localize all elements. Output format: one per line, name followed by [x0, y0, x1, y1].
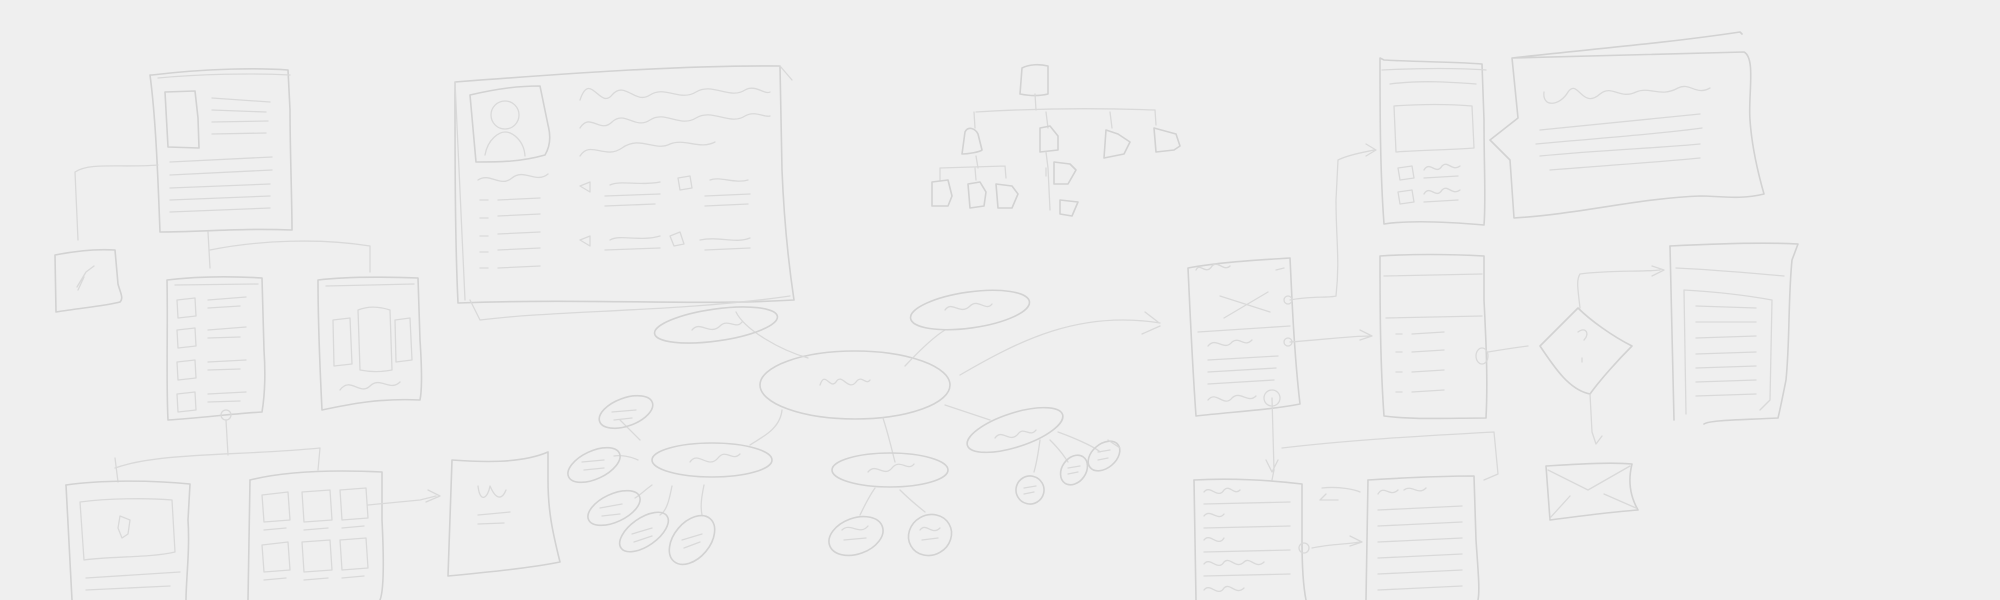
- sketch-list-page-2: [1379, 253, 1488, 420]
- sketch-article-page: [1669, 242, 1799, 425]
- sketch-note-page-2: [447, 451, 561, 577]
- sketch-page-top: [149, 68, 293, 233]
- sketch-note-page: [54, 248, 123, 313]
- sketch-product-page: [1379, 57, 1487, 226]
- decision-diamond: [1539, 307, 1633, 395]
- center-profile-page: [454, 65, 795, 321]
- org-tree-diagram: [931, 63, 1181, 217]
- envelope-icon: [1545, 462, 1639, 521]
- sketch-grid-page: [247, 470, 385, 600]
- right-flow-cluster: [1187, 31, 1799, 600]
- sketch-comment-list: [1193, 478, 1307, 600]
- sketch-text-page: [1187, 257, 1301, 417]
- sketch-media-page: [65, 480, 191, 600]
- sketch-list-page: [166, 275, 266, 421]
- left-sitemap-cluster: [54, 68, 561, 600]
- center-mind-map: [567, 289, 1161, 566]
- sketch-comment-list-2: [1365, 475, 1480, 600]
- sketch-callout: [1489, 31, 1765, 219]
- sketch-gallery-page: [317, 276, 423, 411]
